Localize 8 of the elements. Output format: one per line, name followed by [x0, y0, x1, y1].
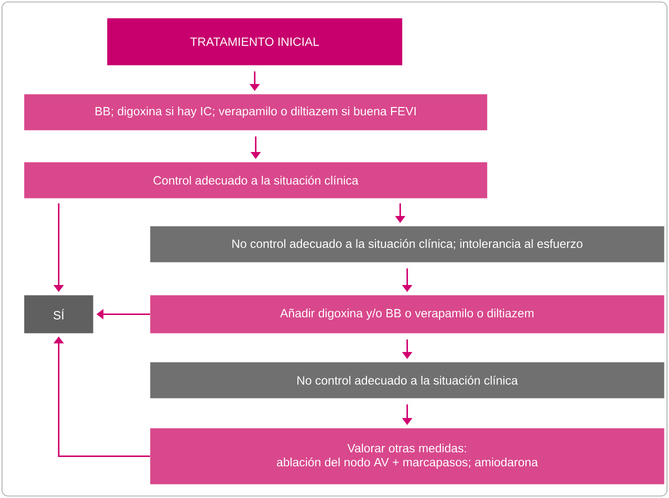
- result-box: SÍ: [24, 295, 94, 334]
- status-box: No control adecuado a la situación clínica: [150, 362, 664, 398]
- process-box: Añadir digoxina y/o BB o verapamilo o diltiazem: [150, 295, 664, 334]
- process-box: Control adecuado a la situación clínica: [24, 162, 488, 198]
- process-box: Valorar otras medidas: ablación del nodo AV + marcapasos; amiodarona: [150, 428, 664, 484]
- status-box: No control adecuado a la situación clínica; intolerancia al esfuerzo: [150, 226, 664, 262]
- title-box: TRATAMIENTO INICIAL: [107, 18, 402, 66]
- process-box: BB; digoxina si hay IC; verapamilo o diltiazem si buena FEVI: [24, 94, 488, 130]
